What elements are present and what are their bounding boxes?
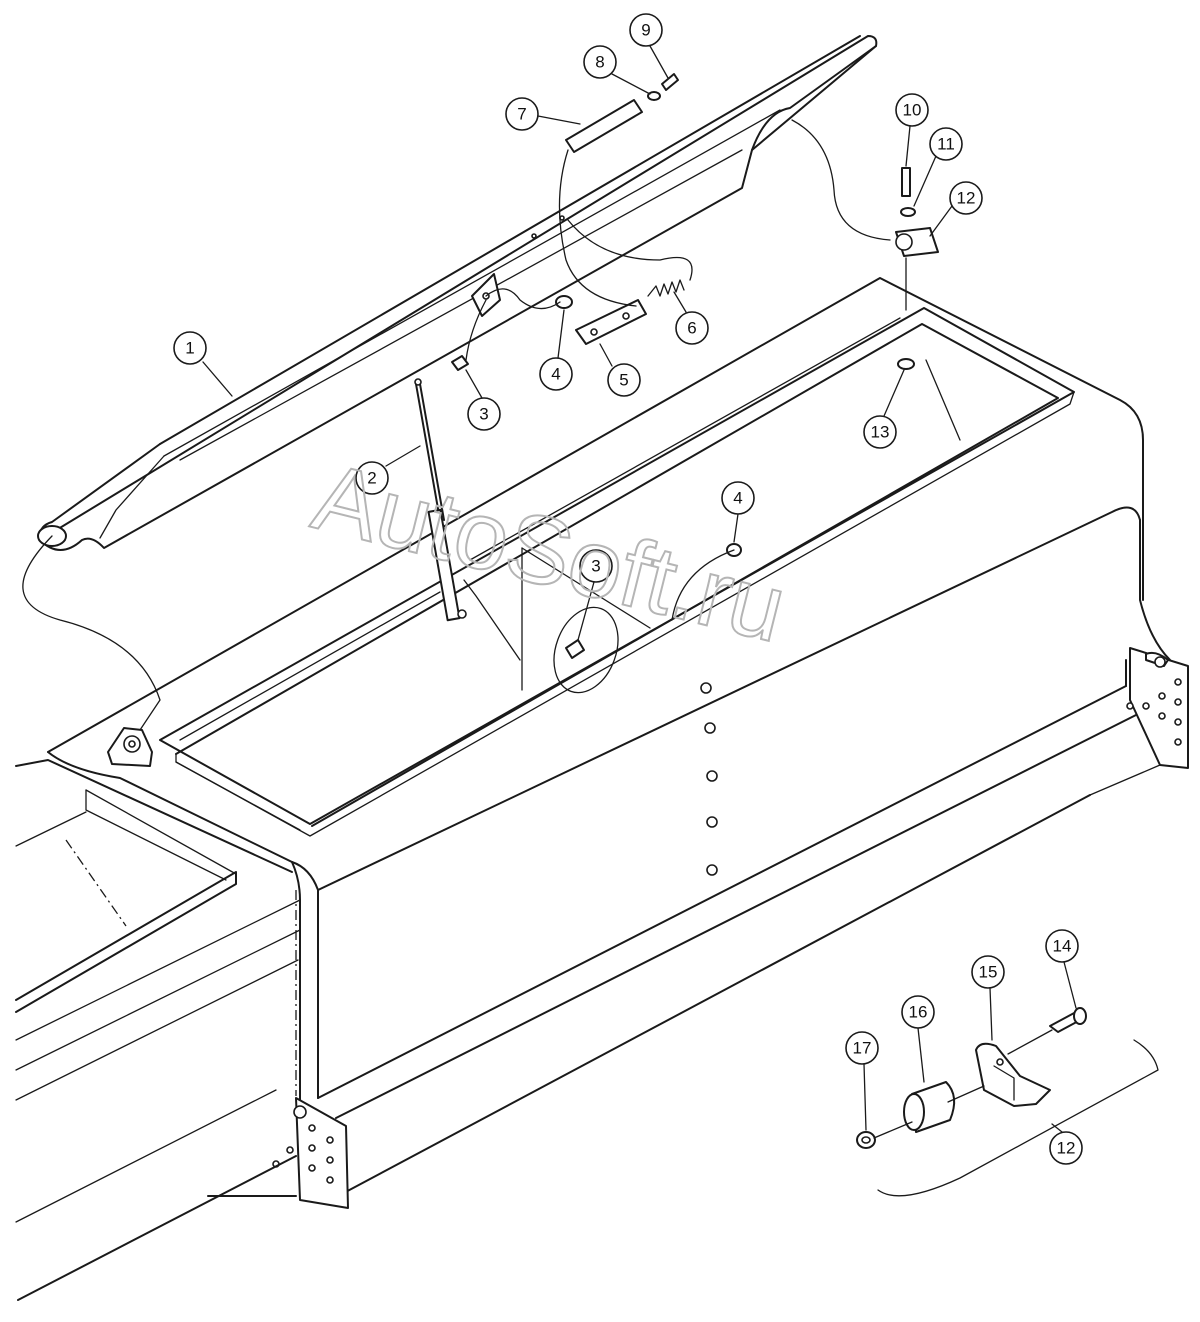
callout-7: 7 <box>517 105 526 124</box>
callout-5: 5 <box>619 371 628 390</box>
callout-1: 1 <box>185 339 194 358</box>
leader-curves <box>22 119 891 731</box>
callout-15: 15 <box>979 963 998 982</box>
box-body <box>47 277 1171 1197</box>
callout-10: 10 <box>903 101 922 120</box>
callout-4b: 4 <box>733 489 742 508</box>
callout-12a: 12 <box>957 189 976 208</box>
callout-4a: 4 <box>551 365 560 384</box>
callout-14: 14 <box>1053 937 1072 956</box>
hinge-assembly-detail <box>856 1007 1159 1197</box>
box-opening-frame <box>159 307 1075 837</box>
left-hinge <box>107 727 153 767</box>
floating-parts <box>451 73 939 694</box>
right-mount-plate <box>1126 647 1189 769</box>
left-mount-plate <box>272 1097 349 1209</box>
front-face-holes <box>700 682 718 876</box>
gas-strut <box>414 378 467 622</box>
left-adjacent-box <box>15 759 301 1301</box>
callout-16: 16 <box>909 1003 928 1022</box>
callout-2: 2 <box>367 469 376 488</box>
callouts: 1 2 3 3 4 4 5 6 7 8 <box>173 13 1083 1165</box>
callout-3b: 3 <box>591 557 600 576</box>
callout-9: 9 <box>641 21 650 40</box>
lid <box>37 35 878 551</box>
callout-3a: 3 <box>479 405 488 424</box>
callout-6: 6 <box>687 319 696 338</box>
callout-13: 13 <box>871 423 890 442</box>
callout-8: 8 <box>595 53 604 72</box>
callout-17: 17 <box>853 1039 872 1058</box>
callout-11: 11 <box>937 135 955 154</box>
callout-12b: 12 <box>1057 1139 1076 1158</box>
